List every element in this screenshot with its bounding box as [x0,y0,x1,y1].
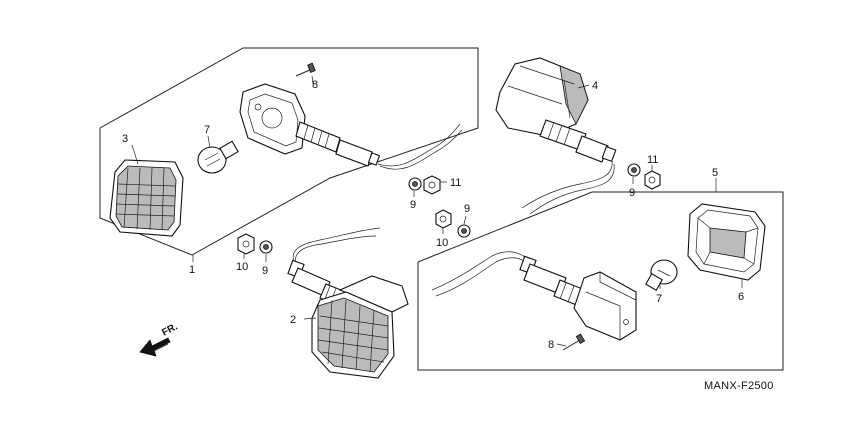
front-direction-indicator: FR. [139,321,180,357]
lens-part-6[interactable] [687,203,766,281]
callout-9-center-right: 9 [464,203,470,215]
housing-front-left[interactable] [239,83,463,170]
callout-3: 3 [122,133,128,145]
assembly-boundary-5 [417,191,784,371]
callout-6: 6 [738,291,744,303]
callouts: 3 7 8 1 10 9 2 9 11 9 10 4 11 9 5 6 7 8 [122,79,744,351]
washer-part-9-c[interactable] [259,240,273,254]
callout-8-lower: 8 [548,339,554,351]
signal-part-2[interactable] [287,227,409,379]
washer-part-9-a[interactable] [408,177,422,191]
signal-part-4[interactable] [495,57,617,215]
nut-part-10-a[interactable] [435,209,452,229]
washer-part-9-b[interactable] [457,224,471,238]
screw-part-8-upper[interactable] [295,62,316,77]
callout-4: 4 [592,80,598,92]
callout-8-upper: 8 [312,79,318,91]
screw-part-8-lower[interactable] [562,333,586,351]
callout-5: 5 [712,167,718,179]
front-arrow-icon [139,337,171,357]
front-label: FR. [160,321,180,338]
callout-2: 2 [290,314,296,326]
callout-9-right: 9 [629,187,635,199]
callout-11-right: 11 [647,154,658,166]
callout-9-center-top: 9 [410,199,416,211]
callout-10-center: 10 [436,237,448,249]
nut-part-11-b[interactable] [644,170,661,190]
callout-10-left: 10 [236,261,248,273]
callout-7-left: 7 [204,124,210,136]
leader-lines [131,75,743,347]
lens-part-3[interactable] [109,159,184,237]
bulb-part-7-left[interactable] [197,140,239,174]
callout-7-right: 7 [656,293,662,305]
callout-11-center: 11 [450,177,461,189]
bulb-part-7-right[interactable] [645,259,678,291]
callout-1: 1 [189,264,195,276]
nut-part-10-b[interactable] [237,233,255,255]
nut-part-11-a[interactable] [423,175,441,195]
diagram-code: MANX-F2500 [704,380,774,392]
callout-9-left: 9 [262,265,268,277]
washer-part-9-d[interactable] [627,163,641,177]
housing-rear-right[interactable] [431,251,637,341]
